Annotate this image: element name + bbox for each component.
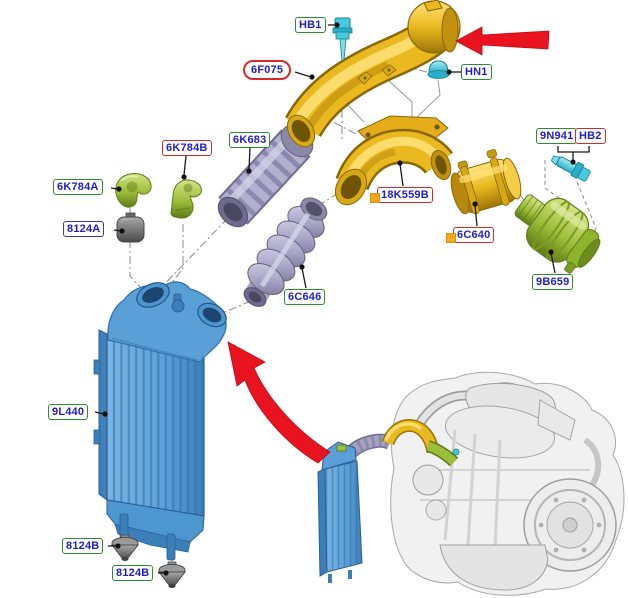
straight-arrow (455, 26, 550, 56)
grommet-8124b-left (110, 534, 140, 561)
engine-inset-illustration (317, 371, 625, 596)
part-label-6k784b[interactable]: 6K784B (162, 140, 212, 156)
nut-hn1 (427, 60, 450, 79)
intercooler-port-right (197, 302, 227, 328)
bracket-6k784b (170, 179, 202, 219)
bracket-6k784a (115, 173, 152, 208)
part-label-6f075[interactable]: 6F075 (243, 60, 292, 80)
leader-dots (102, 22, 576, 576)
part-label-9l440[interactable]: 9L440 (48, 404, 89, 420)
part-label-18k559b[interactable]: 18K559B (370, 187, 433, 203)
part-label-hb1[interactable]: HB1 (295, 17, 326, 33)
part-label-6k784a[interactable]: 6K784A (53, 179, 103, 195)
part-label-text: 6C640 (457, 229, 491, 241)
cylinder-6c640 (450, 149, 522, 215)
intercooler-port-top (136, 282, 170, 308)
part-label-8124a[interactable]: 8124A (63, 221, 105, 237)
intercooler-9l440 (93, 281, 227, 561)
part-label-6c646[interactable]: 6C646 (284, 289, 326, 305)
part-label-text: 18K559B (381, 189, 429, 201)
part-label-6k683[interactable]: 6K683 (229, 132, 271, 148)
orange-marker (370, 193, 380, 203)
pipe-6f075 (285, 0, 461, 148)
curved-arrow (227, 341, 331, 464)
part-label-hn1[interactable]: HN1 (461, 64, 492, 80)
part-label-hb2[interactable]: HB2 (575, 128, 606, 144)
sensor-9n941-hb2 (550, 155, 591, 182)
part-label-8124b-bottom[interactable]: 8124B (112, 565, 154, 581)
hose-6c646 (243, 197, 328, 307)
grommet-8124b-bottom (157, 561, 187, 588)
leader-lines (94, 24, 590, 574)
resonator-9b659 (514, 194, 601, 274)
part-label-8124b-left[interactable]: 8124B (62, 538, 104, 554)
orange-marker (446, 233, 456, 243)
inset-installed-assembly (317, 419, 460, 583)
part-label-9b659[interactable]: 9B659 (532, 274, 574, 290)
grommet-8124a (116, 212, 145, 243)
part-label-9n941[interactable]: 9N941 (536, 128, 578, 144)
part-label-6c640[interactable]: 6C640 (446, 227, 495, 243)
elbow-18k559b (334, 115, 453, 206)
